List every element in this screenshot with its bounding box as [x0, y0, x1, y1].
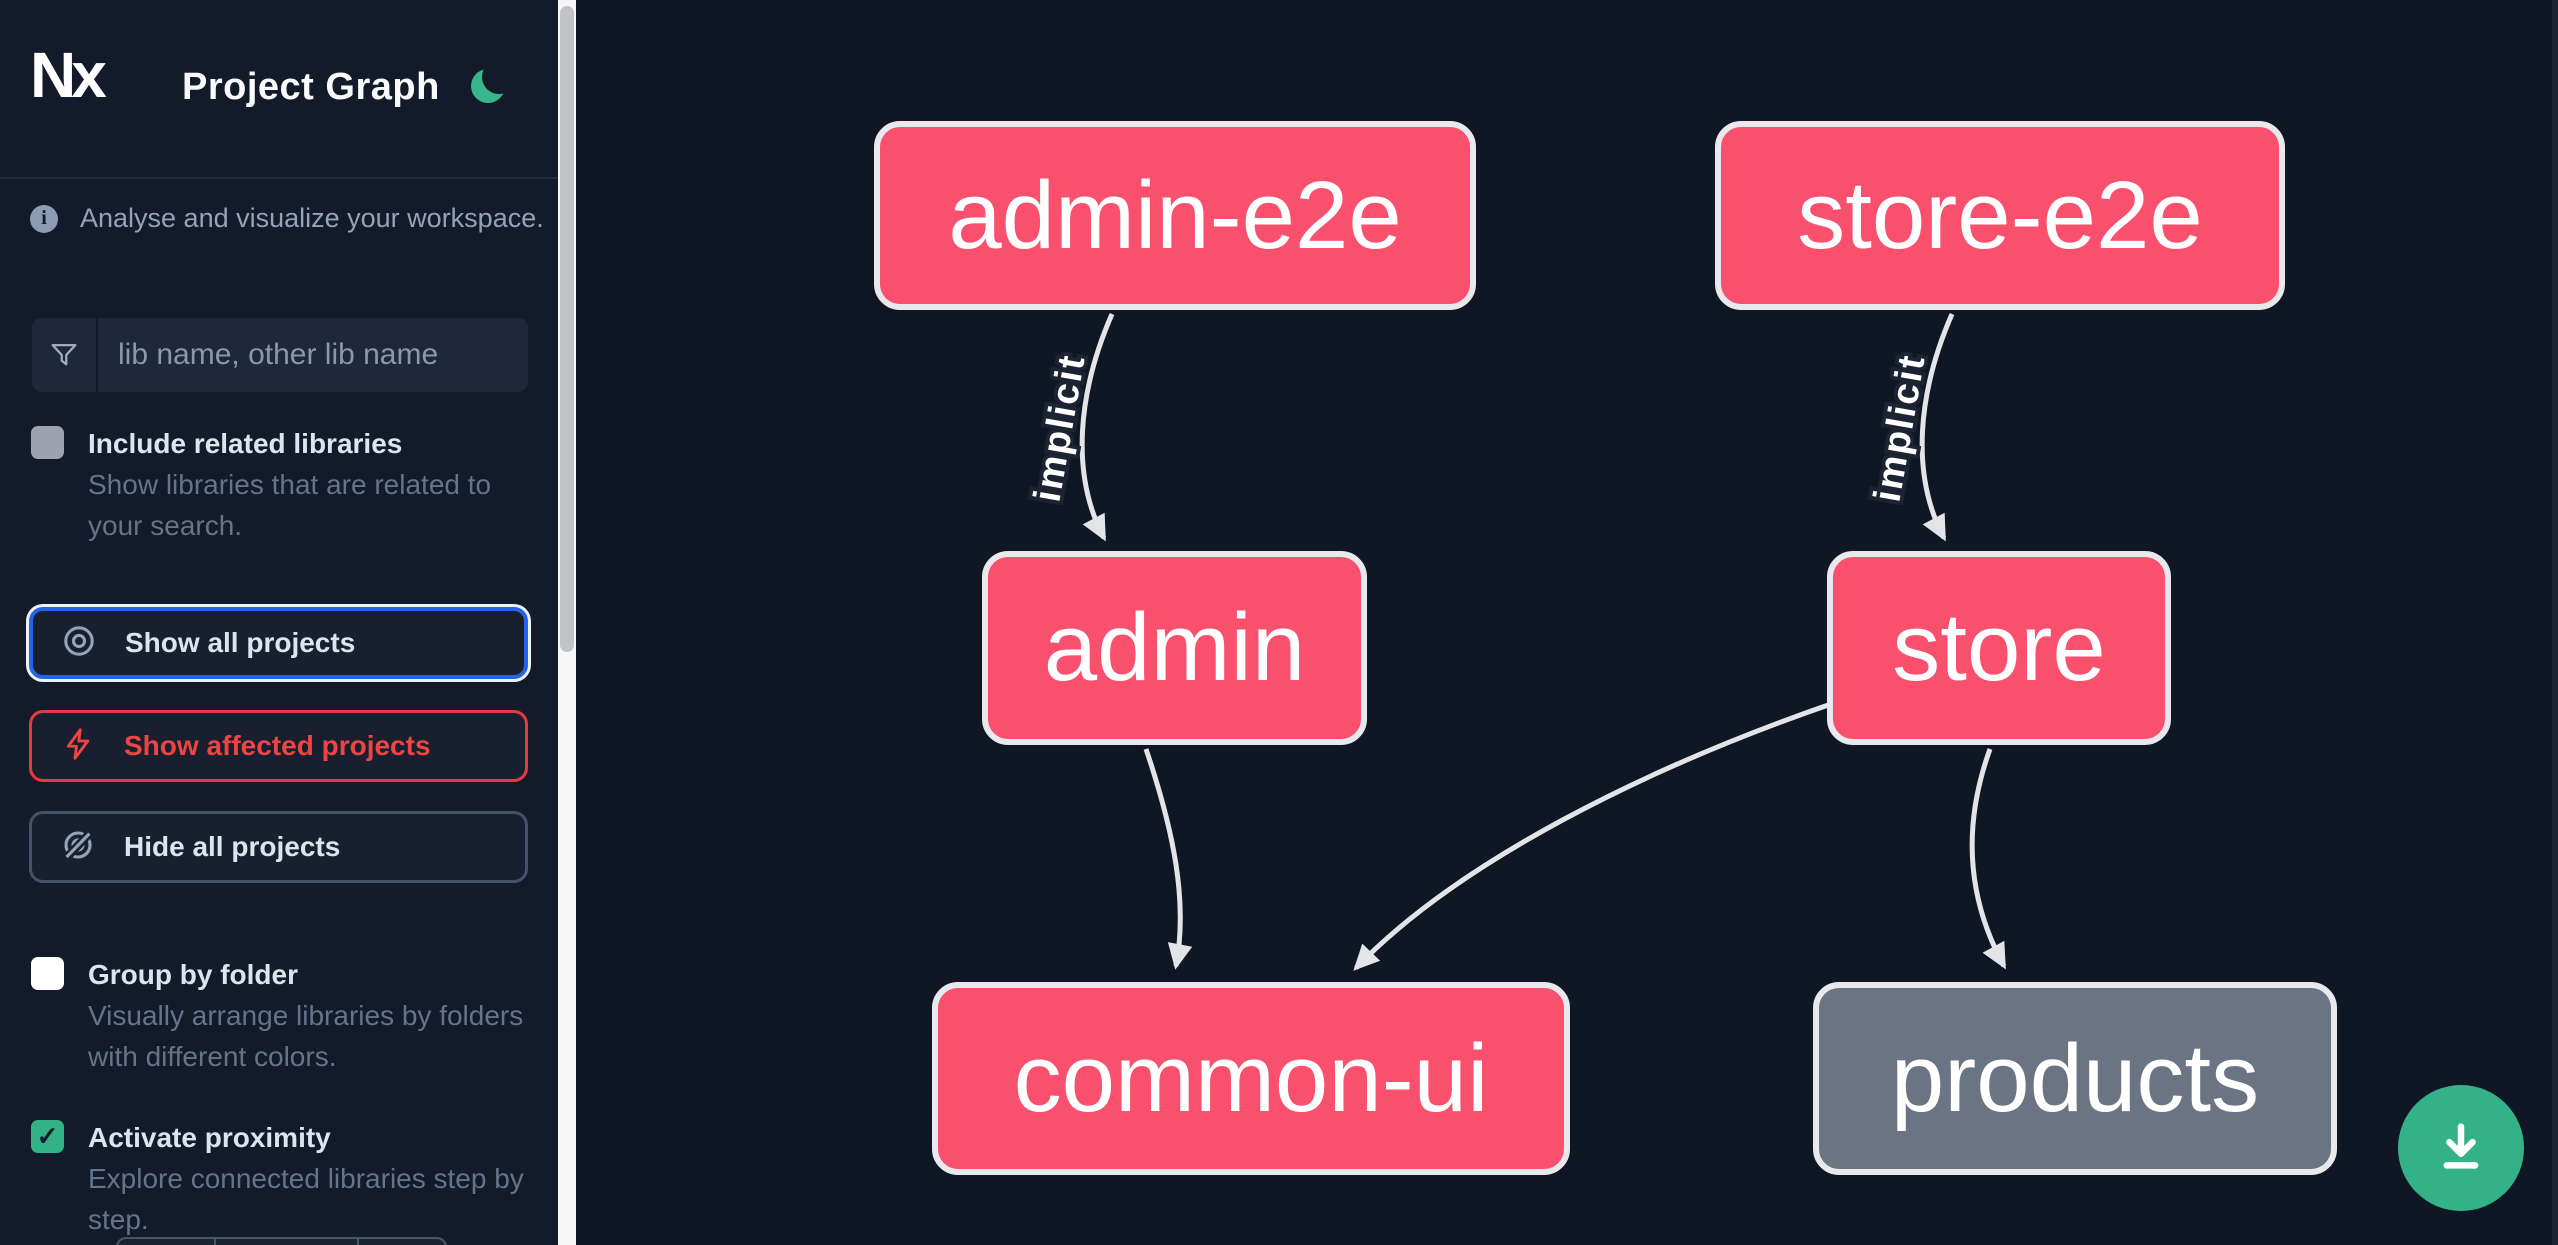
graph-node-admin[interactable]: admin	[982, 551, 1367, 745]
eye-off-icon	[60, 827, 96, 868]
nx-logo: Nx	[30, 39, 107, 111]
option-group-by-folder: Group by folder Visually arrange librari…	[31, 955, 531, 1077]
sidebar-scrollbar-track[interactable]	[558, 0, 576, 1245]
hide-all-projects-label: Hide all projects	[124, 831, 341, 862]
filter-funnel-icon	[32, 318, 98, 392]
show-all-projects-label: Show all projects	[125, 627, 356, 658]
proximity-value-segment	[214, 1239, 357, 1245]
proximity-decrement-segment[interactable]	[118, 1239, 214, 1245]
info-icon: i	[30, 204, 58, 233]
graph-node-store[interactable]: store	[1827, 551, 2171, 745]
sidebar-scrollbar-thumb[interactable]	[560, 6, 574, 652]
option-include-related: Include related libraries Show libraries…	[31, 424, 531, 546]
include-related-label: Include related libraries	[88, 428, 403, 459]
graph-node-admin-e2e[interactable]: admin-e2e	[874, 121, 1476, 310]
include-related-checkbox[interactable]	[31, 426, 64, 459]
page-title: Project Graph	[182, 66, 440, 108]
graph-node-common-ui[interactable]: common-ui	[932, 982, 1570, 1175]
eye-icon	[61, 623, 97, 664]
download-image-button[interactable]	[2398, 1085, 2524, 1211]
option-activate-proximity: ✓ Activate proximity Explore connected l…	[31, 1118, 531, 1240]
download-icon	[2430, 1115, 2492, 1182]
proximity-increment-segment[interactable]	[357, 1239, 445, 1245]
group-by-folder-label: Group by folder	[88, 959, 298, 990]
activate-proximity-description: Explore connected libraries step by step…	[88, 1163, 524, 1235]
intro-text: Analyse and visualize your workspace.	[80, 203, 544, 233]
graph-node-store-e2e[interactable]: store-e2e	[1715, 121, 2285, 310]
include-related-description: Show libraries that are related to your …	[88, 469, 492, 541]
page-scrollbar[interactable]	[2552, 0, 2558, 1245]
group-by-folder-description: Visually arrange libraries by folders wi…	[88, 1000, 524, 1072]
activate-proximity-checkbox[interactable]: ✓	[31, 1120, 64, 1153]
project-filter-box	[32, 318, 528, 392]
proximity-stepper[interactable]	[116, 1237, 447, 1245]
sidebar: Nx Project Graph i Analyse and visualize…	[0, 0, 558, 1245]
lightning-bolt-icon	[60, 726, 96, 767]
hide-all-projects-button[interactable]: Hide all projects	[29, 811, 528, 883]
graph-node-products[interactable]: products	[1813, 982, 2337, 1175]
workspace-intro: i Analyse and visualize your workspace.	[30, 203, 544, 234]
activate-proximity-label: Activate proximity	[88, 1122, 331, 1153]
search-input[interactable]	[98, 318, 528, 392]
show-affected-projects-label: Show affected projects	[124, 730, 431, 761]
show-all-projects-button[interactable]: Show all projects	[29, 607, 528, 679]
show-affected-projects-button[interactable]: Show affected projects	[29, 710, 528, 782]
group-by-folder-checkbox[interactable]	[31, 957, 64, 990]
sidebar-header: Nx Project Graph	[0, 0, 558, 179]
moon-icon[interactable]	[471, 60, 516, 103]
